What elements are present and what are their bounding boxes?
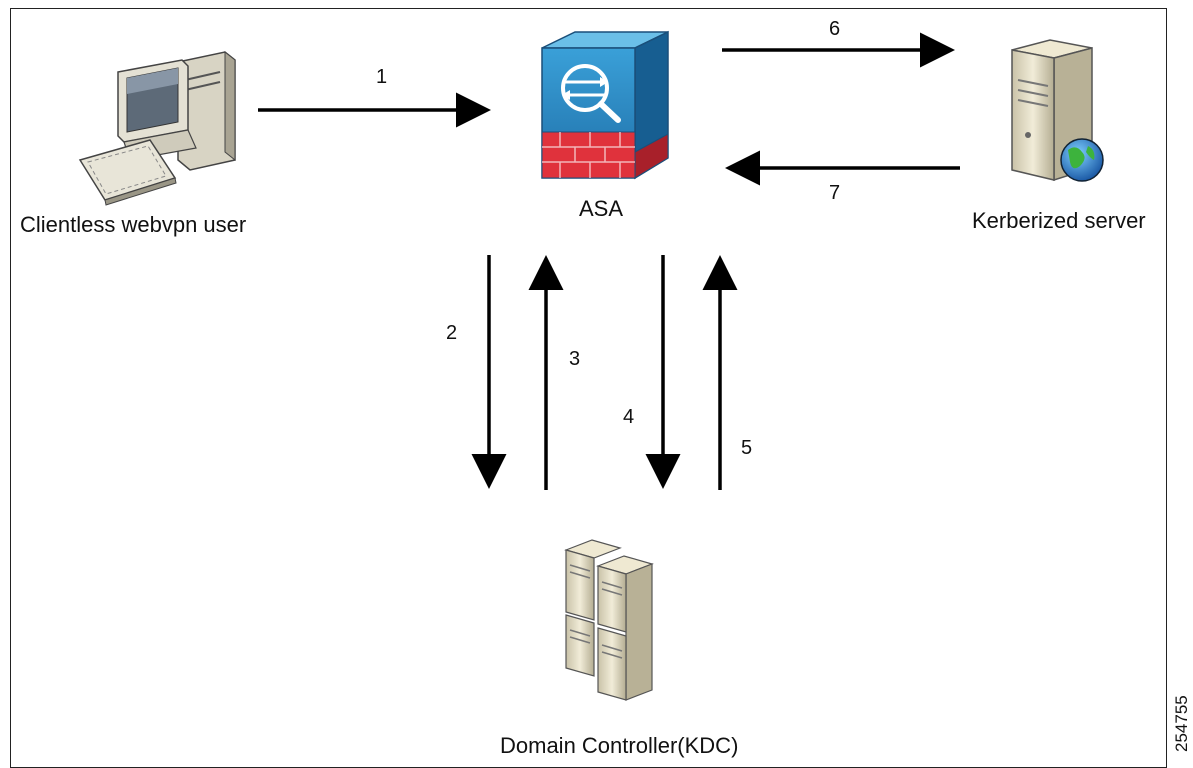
step-number-6: 6: [829, 18, 841, 40]
computer-icon: [78, 50, 236, 206]
step-number-2: 2: [446, 322, 458, 344]
figure-id: 254755: [1172, 695, 1191, 752]
step-number-3: 3: [569, 348, 581, 370]
asa-label: ASA: [579, 196, 624, 221]
step-number-4: 4: [623, 406, 635, 428]
step-number-1: 1: [376, 66, 388, 88]
step-number-5: 5: [741, 437, 753, 459]
step-number-7: 7: [829, 182, 841, 204]
server-cluster-icon: [564, 539, 654, 701]
firewall-icon: [541, 30, 669, 180]
server-label: Kerberized server: [972, 208, 1146, 233]
web-server-icon: [1011, 39, 1104, 182]
client-label: Clientless webvpn user: [20, 212, 247, 237]
kdc-label: Domain Controller(KDC): [500, 733, 739, 758]
